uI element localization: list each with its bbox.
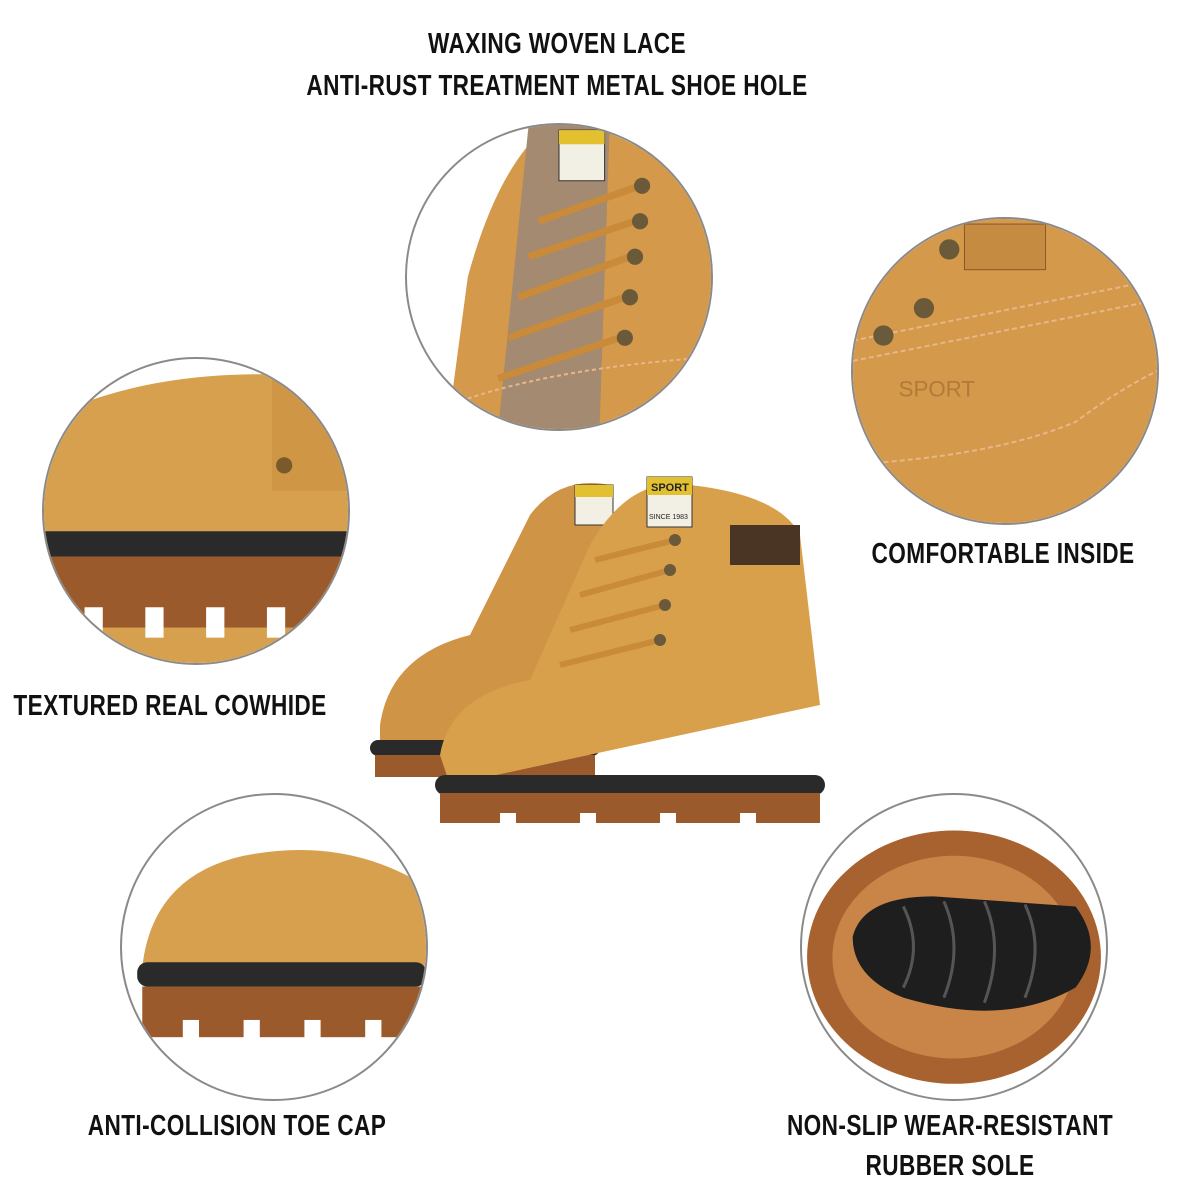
caption-shoe-hole: ANTI-RUST TREATMENT METAL SHOE HOLE [306, 70, 808, 102]
badge-since: SINCE 1983 [649, 514, 688, 521]
right-boot: SPORT SINCE 1983 [435, 476, 825, 827]
inside-detail-image: SPORT [851, 217, 1159, 525]
caption-rubber-sole: RUBBER SOLE [865, 1150, 1035, 1182]
caption-toe-cap: ANTI-COLLISION TOE CAP [87, 1110, 387, 1142]
boots-product-image: SPORT SINCE 1983 [360, 455, 840, 845]
caption-cowhide: TEXTURED REAL COWHIDE [13, 690, 327, 722]
caption-lace: WAXING WOVEN LACE [428, 28, 686, 60]
cowhide-detail-image [42, 357, 350, 665]
sole-detail-image [800, 793, 1108, 1101]
caption-inside: COMFORTABLE INSIDE [871, 538, 1135, 570]
badge-brand: SPORT [651, 482, 689, 494]
toe-cap-detail-image [120, 793, 428, 1101]
lace-detail-image [405, 123, 713, 431]
svg-text:SPORT: SPORT [899, 376, 976, 401]
caption-sole: NON-SLIP WEAR-RESISTANT [786, 1110, 1114, 1142]
